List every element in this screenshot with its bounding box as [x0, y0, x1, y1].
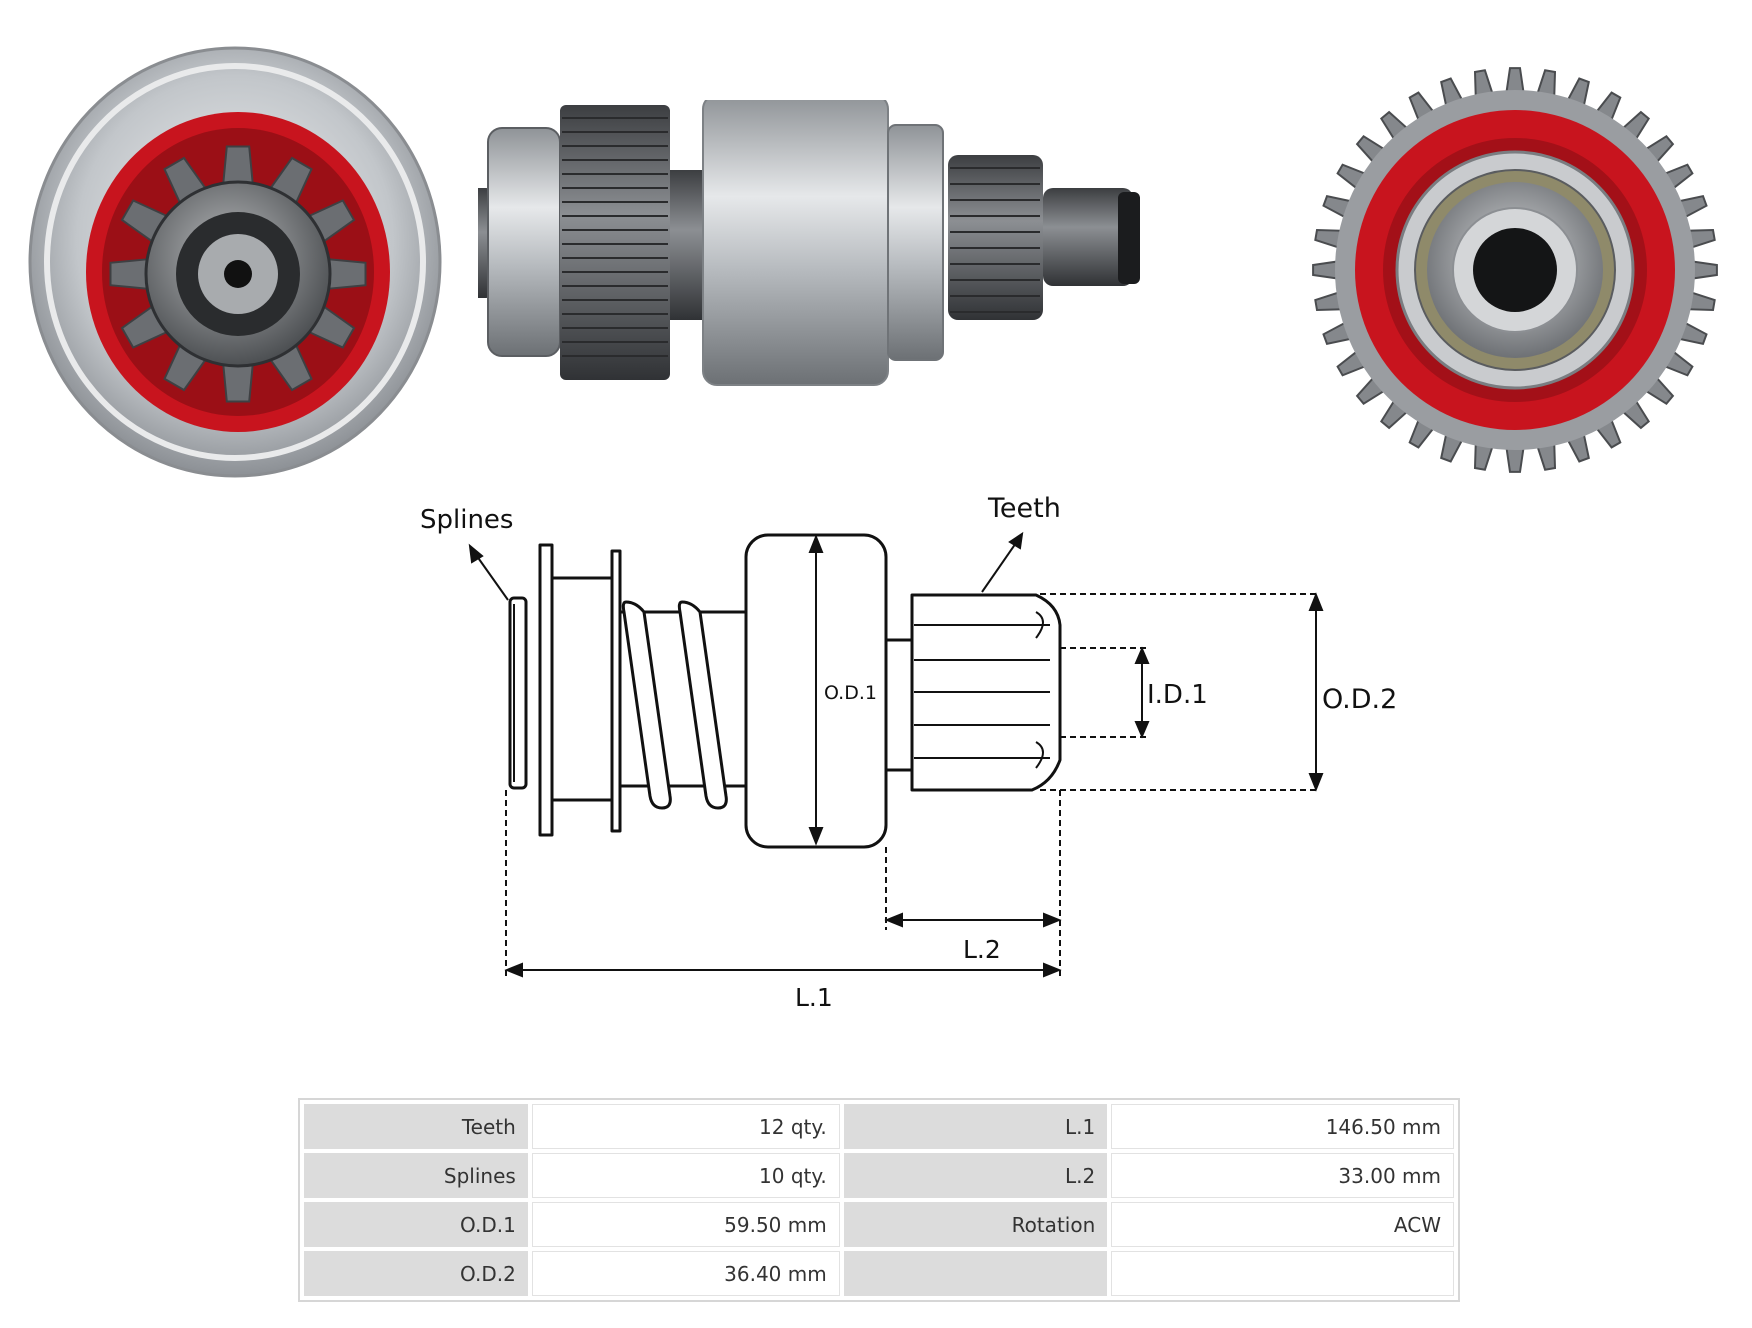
teeth-label: Teeth — [987, 493, 1061, 524]
l2-label: L.2 — [963, 935, 1001, 964]
spec-value: 146.50 mm — [1111, 1104, 1454, 1149]
drive-front-view-image — [28, 46, 442, 478]
spec-value: 33.00 mm — [1111, 1153, 1454, 1198]
od2-label: O.D.2 — [1322, 684, 1397, 715]
spec-label: O.D.1 — [304, 1202, 528, 1247]
table-row: Splines 10 qty. L.2 33.00 mm — [304, 1153, 1454, 1198]
spec-value: 12 qty. — [531, 1104, 840, 1149]
drive-rear-view-image — [1312, 67, 1718, 473]
table-row: O.D.1 59.50 mm Rotation ACW — [304, 1202, 1454, 1247]
table-row: O.D.2 36.40 mm — [304, 1251, 1454, 1296]
od1-label: O.D.1 — [824, 682, 877, 704]
spec-value: ACW — [1111, 1202, 1454, 1247]
l1-label: L.1 — [795, 983, 833, 1012]
table-row: Teeth 12 qty. L.1 146.50 mm — [304, 1104, 1454, 1149]
dimension-diagram: Splines Teeth O.D.1 I.D.1 O.D.2 L.2 L.1 — [420, 493, 1397, 1012]
spec-value: 36.40 mm — [531, 1251, 840, 1296]
spec-value: 10 qty. — [531, 1153, 840, 1198]
spec-label: L.1 — [843, 1104, 1108, 1149]
spec-label — [843, 1251, 1108, 1296]
drive-side-view-image — [478, 100, 1140, 386]
spec-value — [1111, 1251, 1454, 1296]
splines-label: Splines — [420, 505, 513, 535]
spec-label: Splines — [304, 1153, 528, 1198]
spec-label: Rotation — [843, 1202, 1108, 1247]
spec-table: Teeth 12 qty. L.1 146.50 mm Splines 10 q… — [298, 1098, 1460, 1302]
spec-label: O.D.2 — [304, 1251, 528, 1296]
id1-label: I.D.1 — [1147, 680, 1208, 710]
spec-label: Teeth — [304, 1104, 528, 1149]
spec-value: 59.50 mm — [531, 1202, 840, 1247]
spec-label: L.2 — [843, 1153, 1108, 1198]
